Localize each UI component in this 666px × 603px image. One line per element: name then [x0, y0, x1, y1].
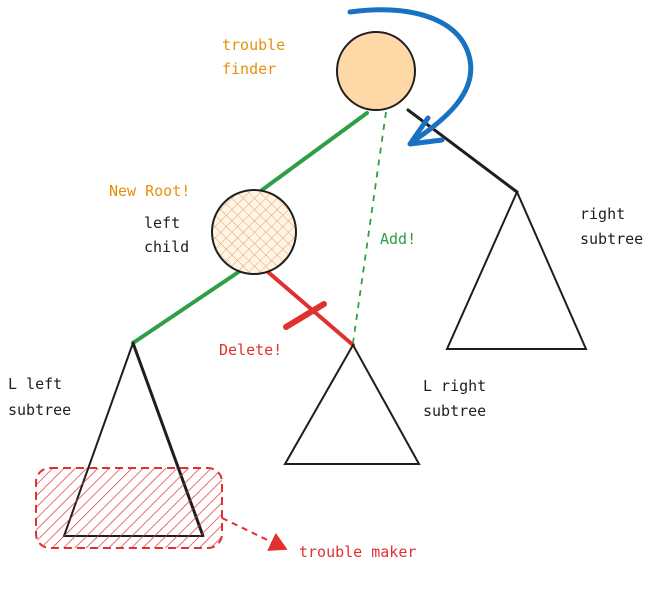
right-subtree-label-1: right	[580, 205, 625, 223]
edge-root-to-left-child	[260, 111, 369, 192]
edge-delete-cross	[283, 301, 327, 330]
l-left-subtree-label-1: L left	[8, 375, 62, 393]
right-subtree-label-2: subtree	[580, 230, 643, 248]
left-child-node	[211, 189, 297, 275]
new-root-label: New Root!	[109, 182, 190, 200]
trouble-finder-label-2: finder	[222, 60, 276, 78]
left-child-label-1: left	[144, 214, 180, 232]
add-label: Add!	[380, 230, 416, 248]
left-child-label-2: child	[144, 238, 189, 256]
delete-label: Delete!	[219, 341, 282, 359]
trouble-finder-node	[336, 31, 416, 111]
trouble-maker-label: trouble maker	[299, 543, 416, 561]
edge-root-to-l-right-added	[352, 111, 387, 344]
right-subtree-triangle	[445, 189, 588, 350]
rotation-arrow	[347, 7, 474, 145]
l-right-subtree-label-1: L right	[423, 377, 486, 395]
trouble-finder-label-1: trouble	[222, 36, 285, 54]
edge-left-child-to-l-right	[266, 270, 355, 347]
trouble-maker-region	[35, 467, 223, 549]
l-left-subtree-label-2: subtree	[8, 401, 71, 419]
l-right-subtree-triangle	[283, 342, 421, 465]
edge-left-child-to-l-left	[131, 269, 242, 345]
l-right-subtree-label-2: subtree	[423, 402, 486, 420]
trouble-maker-arrow	[221, 517, 288, 551]
rotation-arrow-head	[407, 115, 445, 147]
